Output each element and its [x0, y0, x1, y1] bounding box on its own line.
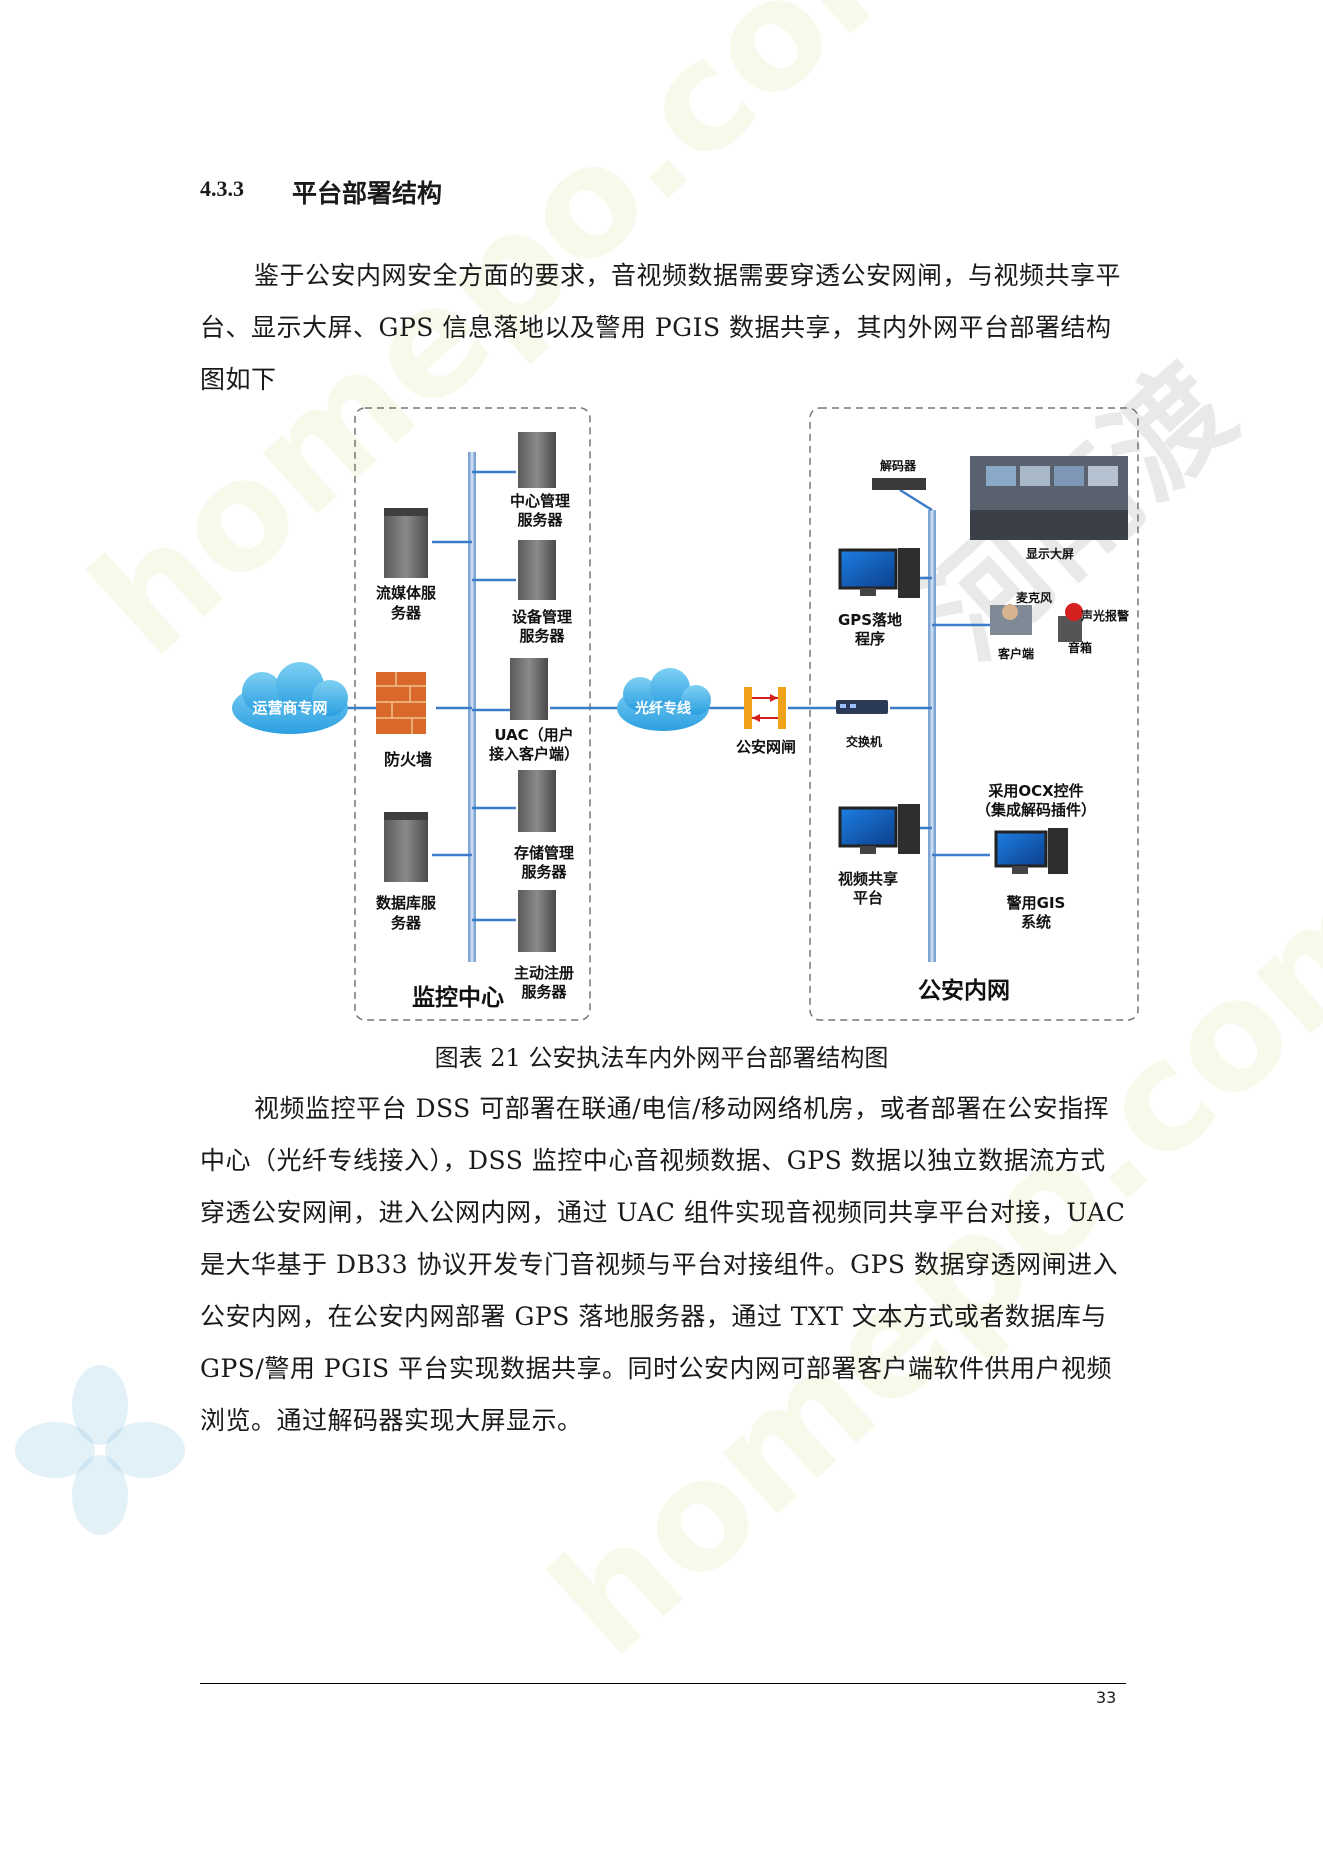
streaming-label-2: 务器 [391, 604, 422, 622]
register-server-icon [518, 890, 556, 952]
gateway-label: 公安网闸 [736, 738, 796, 756]
cloud-operator-label: 运营商专网 [252, 699, 327, 717]
center-mgmt-label-2: 服务器 [517, 511, 563, 529]
device-mgmt-server-icon [518, 540, 556, 600]
decoder-label: 解码器 [880, 458, 917, 473]
client-label: 客户端 [997, 646, 1034, 661]
gps-label-1: GPS落地 [838, 611, 902, 629]
device-mgmt-label-1: 设备管理 [512, 608, 572, 626]
alarm-label: 声光报警 [1080, 608, 1129, 623]
intro-paragraph: 鉴于公安内网安全方面的要求，音视频数据需要穿透公安网闸，与视频共享平台、显示大屏… [200, 261, 1122, 394]
uac-server-icon [510, 658, 548, 720]
body-paragraph: 视频监控平台 DSS 可部署在联通/电信/移动网络机房，或者部署在公安指挥中心（… [200, 1094, 1126, 1435]
gps-computer-icon [838, 548, 920, 598]
page-number: 33 [1096, 1688, 1117, 1707]
ocx-label-2: （集成解码插件） [976, 801, 1096, 819]
section-title: 平台部署结构 [292, 179, 443, 208]
center-mgmt-label-1: 中心管理 [510, 492, 570, 510]
cloud-operator-icon [232, 662, 348, 734]
register-label-2: 服务器 [521, 983, 567, 1001]
storage-server-icon [518, 770, 556, 832]
watermark-flower-icon [15, 1365, 185, 1535]
ocx-label-1: 采用OCX控件 [987, 782, 1083, 800]
client-operator-image [990, 603, 1083, 642]
decoder-icon [872, 478, 926, 490]
footer-rule [200, 1683, 1126, 1684]
video-share-label-1: 视频共享 [838, 870, 898, 888]
switch-icon [836, 700, 888, 714]
right-zone [809, 407, 1139, 1021]
device-mgmt-label-2: 服务器 [519, 627, 565, 645]
figure-caption: 图表 21 公安执法车内外网平台部署结构图 [434, 1044, 889, 1072]
big-screen-label: 显示大屏 [1026, 546, 1074, 561]
pgis-label-1: 警用GIS [1006, 894, 1066, 912]
uac-label-1: UAC（用户 [494, 726, 573, 744]
pgis-computer-icon [994, 828, 1068, 874]
database-label-2: 务器 [391, 914, 422, 932]
switch-label: 交换机 [846, 734, 882, 749]
storage-label-2: 服务器 [521, 863, 567, 881]
big-screen-image [970, 456, 1128, 540]
streaming-label-1: 流媒体服 [376, 584, 437, 602]
cloud-fiber-label: 光纤专线 [634, 700, 691, 717]
streaming-server-icon [384, 508, 428, 578]
database-label-1: 数据库服 [376, 894, 437, 912]
firewall-label: 防火墙 [384, 750, 432, 769]
center-mgmt-server-icon [518, 432, 556, 488]
video-share-label-2: 平台 [853, 889, 883, 907]
pgis-label-2: 系统 [1021, 913, 1051, 931]
left-zone-title: 监控中心 [412, 984, 504, 1011]
microphone-label: 麦克风 [1016, 590, 1052, 605]
uac-label-2: 接入客户端） [489, 745, 579, 763]
cloud-fiber-icon [617, 668, 711, 731]
right-zone-title: 公安内网 [918, 977, 1010, 1004]
network-diagram: 运营商专网 光纤专线 防火墙 公安网闸 流媒体服 务器 数据库服 务器 [232, 407, 1139, 1021]
storage-label-1: 存储管理 [514, 844, 574, 862]
speaker-label: 音箱 [1068, 640, 1092, 655]
register-label-1: 主动注册 [514, 964, 574, 982]
video-share-computer-icon [838, 804, 920, 854]
database-server-icon [384, 812, 428, 882]
gps-label-2: 程序 [855, 630, 885, 648]
firewall-icon [376, 672, 426, 734]
gateway-icon [744, 687, 786, 729]
section-number: 4.3.3 [200, 176, 244, 201]
